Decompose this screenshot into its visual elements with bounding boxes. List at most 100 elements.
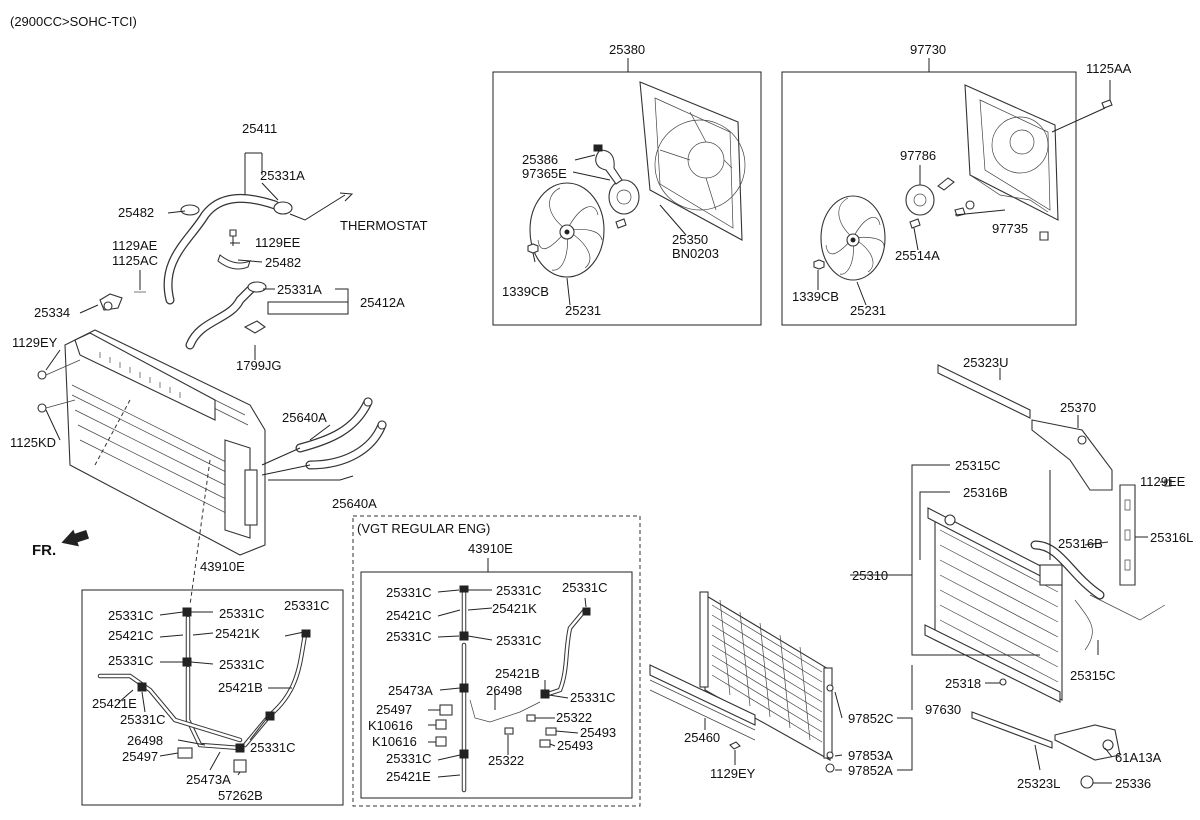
- part-label: 97735: [992, 221, 1028, 236]
- left-leader-lines: [45, 152, 349, 441]
- condenser-labels: 97852C 97630 97853A 97852A 25460 1129EY: [684, 702, 961, 781]
- part-label: 25380: [609, 42, 645, 57]
- part-label: 1339CB: [792, 289, 839, 304]
- part-label: 25331C: [219, 606, 265, 621]
- vgt-kit-parts: [435, 585, 591, 793]
- part-label: 25331C: [250, 740, 296, 755]
- part-label: 1799JG: [236, 358, 282, 373]
- part-label: 25386: [522, 152, 558, 167]
- part-label: 25421E: [386, 769, 431, 784]
- part-label: 97852A: [848, 763, 893, 778]
- fan-assembly-2-labels: 1125AA 97786 97735 25514A 1339CB 25231: [792, 61, 1132, 318]
- part-label: 25350: [672, 232, 708, 247]
- fan-assembly-1-parts: [527, 81, 746, 278]
- radiator-left-view: [37, 329, 266, 606]
- part-label: 25316L: [1150, 530, 1193, 545]
- part-label: 25473A: [186, 772, 231, 787]
- radiator-brackets: [937, 364, 1172, 789]
- part-label: 25412A: [360, 295, 405, 310]
- vgt-box-title: (VGT REGULAR ENG): [357, 521, 490, 536]
- part-label: 1125AA: [1086, 61, 1132, 76]
- radiator-right-view: [924, 507, 1166, 703]
- part-label: 97365E: [522, 166, 567, 181]
- part-label: 25473A: [388, 683, 433, 698]
- part-label: 25331C: [496, 633, 542, 648]
- part-label: 25421B: [218, 680, 263, 695]
- right-radiator-leaders: [850, 368, 1168, 784]
- part-label: 25323U: [963, 355, 1009, 370]
- part-label: 26498: [127, 733, 163, 748]
- vgt-kit-inner-box: [360, 571, 633, 799]
- part-label: 25411: [242, 121, 277, 136]
- part-label: 25421K: [492, 601, 537, 616]
- part-label: 25316B: [963, 485, 1008, 500]
- part-label: 97786: [900, 148, 936, 163]
- vgt-kit-labels: 25331C 25331C 25331C 25421C 25421K 25331…: [368, 580, 616, 784]
- part-label: 25497: [376, 702, 412, 717]
- part-label: 25331C: [386, 751, 432, 766]
- part-label: 25331A: [260, 168, 305, 183]
- part-label: 25331C: [386, 629, 432, 644]
- part-label: 25514A: [895, 248, 940, 263]
- part-label: 25331C: [570, 690, 616, 705]
- part-label: 57262B: [218, 788, 263, 803]
- part-label: 25482: [265, 255, 301, 270]
- part-label: 1125AC: [112, 253, 158, 268]
- fan-assembly-2-parts: [813, 84, 1113, 281]
- part-label: 25315C: [955, 458, 1001, 473]
- part-label: 25331C: [284, 598, 330, 613]
- part-label: 25497: [122, 749, 158, 764]
- part-label: 25231: [565, 303, 601, 318]
- part-label: 1125KD: [10, 435, 56, 450]
- part-label: 25331C: [386, 585, 432, 600]
- front-label: FR.: [32, 542, 56, 559]
- part-label: 25315C: [1070, 668, 1116, 683]
- part-label: 26498: [486, 683, 522, 698]
- hose-kit-box-standard: [81, 589, 344, 806]
- right-radiator-labels: 25323U 25370 25315C 25316B 1129EE 25316L…: [852, 355, 1193, 791]
- part-label: 25493: [580, 725, 616, 740]
- part-label: 25421C: [108, 628, 154, 643]
- part-label: 1129EY: [710, 766, 756, 781]
- condenser-assembly: [649, 591, 835, 773]
- part-label: 25336: [1115, 776, 1151, 791]
- part-label: 25331C: [108, 608, 154, 623]
- upper-hose-assembly: [163, 192, 354, 305]
- part-label: 1129EE: [1140, 474, 1186, 489]
- part-label: 25370: [1060, 400, 1096, 415]
- part-label: 97630: [925, 702, 961, 717]
- fan-assembly-box-2: [781, 71, 1077, 326]
- part-label: 97853A: [848, 748, 893, 763]
- hose-kit-standard-leaders: [117, 611, 305, 776]
- front-direction-indicator: FR.: [32, 529, 89, 559]
- fan-assembly-1-labels: 25386 97365E 25350 BN0203 1339CB 25231: [502, 152, 719, 318]
- part-label: 25421E: [92, 696, 137, 711]
- part-label: 1339CB: [502, 284, 549, 299]
- part-label: 25331C: [108, 653, 154, 668]
- part-label: 25493: [557, 738, 593, 753]
- fan-assembly-2-leaders: [817, 80, 1111, 306]
- front-arrow-icon: [61, 529, 89, 547]
- part-label: 97730: [910, 42, 946, 57]
- part-label: 25421B: [495, 666, 540, 681]
- part-label: 25331C: [562, 580, 608, 595]
- part-label: 25421K: [215, 626, 260, 641]
- thermostat-label: THERMOSTAT: [340, 218, 428, 233]
- vgt-kit-leaders: [428, 589, 587, 778]
- part-label: 25318: [945, 676, 981, 691]
- part-label: 43910E: [200, 559, 245, 574]
- part-label: 25640A: [282, 410, 327, 425]
- part-label: 25331C: [496, 583, 542, 598]
- part-label: 43910E: [468, 541, 513, 556]
- vgt-kit-outer-box: [352, 515, 641, 807]
- part-label: 25323L: [1017, 776, 1060, 791]
- part-label: 25322: [488, 753, 524, 768]
- fan-assembly-1-leaders: [532, 154, 687, 306]
- part-label: 25331C: [219, 657, 265, 672]
- part-label: 1129EE: [255, 235, 301, 250]
- part-label: 25231: [850, 303, 886, 318]
- part-label: 1129AE: [112, 238, 158, 253]
- engine-variant-title: (2900CC>SOHC-TCI): [10, 14, 137, 29]
